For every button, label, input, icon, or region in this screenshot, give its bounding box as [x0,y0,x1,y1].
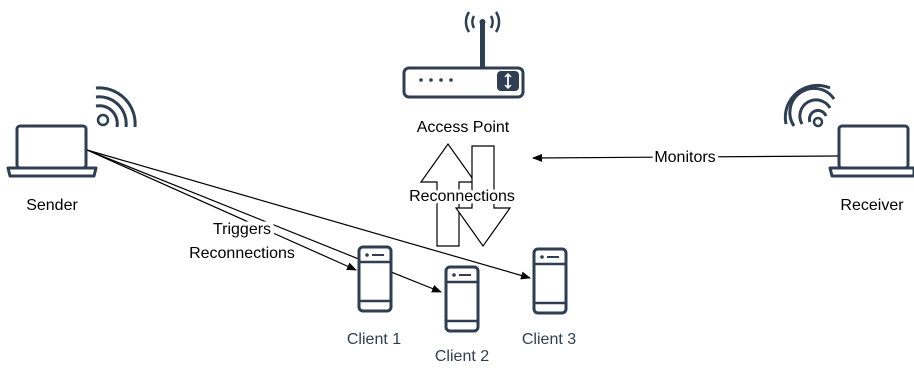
client3-phone-icon [532,247,568,315]
client2-label: Client 2 [435,348,489,365]
receiver-label: Receiver [840,197,904,214]
client2-phone-icon [444,265,480,333]
sender-wifi-icon [95,86,137,128]
receiver-laptop-icon [828,124,914,178]
monitors-edge [532,153,839,162]
receiver-fingerprint-wifi-icon [783,83,836,128]
trigger-edge-client1 [86,149,357,271]
client1-phone-icon [357,245,393,313]
sender-laptop-icon [6,124,98,178]
triggers-label-line1: Triggers [213,221,271,238]
reconnections-label: Reconnections [409,188,515,205]
access-point-router-icon [402,11,525,99]
client1-label: Client 1 [347,331,401,348]
access-point-label: Access Point [417,119,510,136]
trigger-edge-client3 [86,149,531,280]
sender-label: Sender [26,197,78,214]
client3-label: Client 3 [522,331,576,348]
monitors-label: Monitors [654,149,715,166]
reconnections-double-arrow [419,142,512,248]
triggers-label-line2: Reconnections [189,245,295,262]
